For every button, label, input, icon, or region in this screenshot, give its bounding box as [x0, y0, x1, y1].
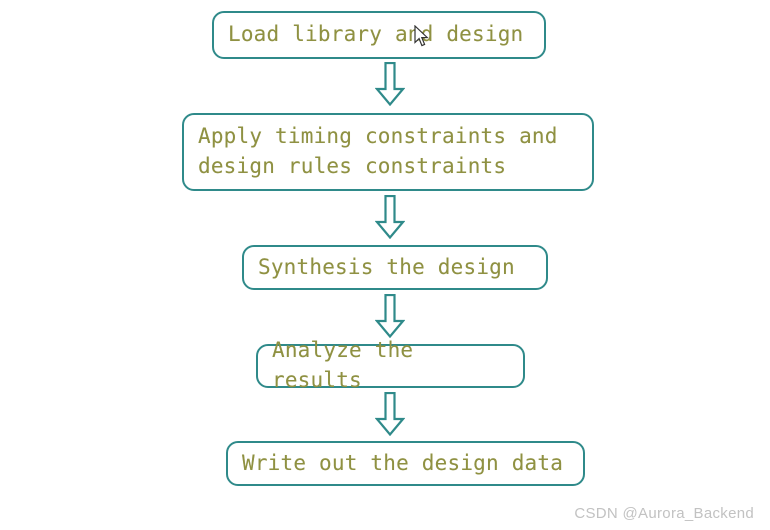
csdn-watermark: CSDN @Aurora_Backend — [574, 505, 754, 522]
flow-node-synthesis-the-design[interactable]: Synthesis the design — [242, 245, 548, 290]
flow-arrow-2 — [375, 195, 405, 239]
flow-node-write-out-the-design-data[interactable]: Write out the design data — [226, 441, 585, 486]
flow-arrow-1 — [375, 62, 405, 106]
flow-arrow-4 — [375, 392, 405, 436]
flow-node-analyze-the-results[interactable]: Analyze the results — [256, 338, 525, 392]
flow-node-apply-constraints[interactable]: Apply timing constraints and design rule… — [182, 113, 594, 191]
flow-node-load-library-and-design[interactable]: Load library and design — [212, 11, 546, 59]
flow-arrow-3 — [375, 294, 405, 338]
